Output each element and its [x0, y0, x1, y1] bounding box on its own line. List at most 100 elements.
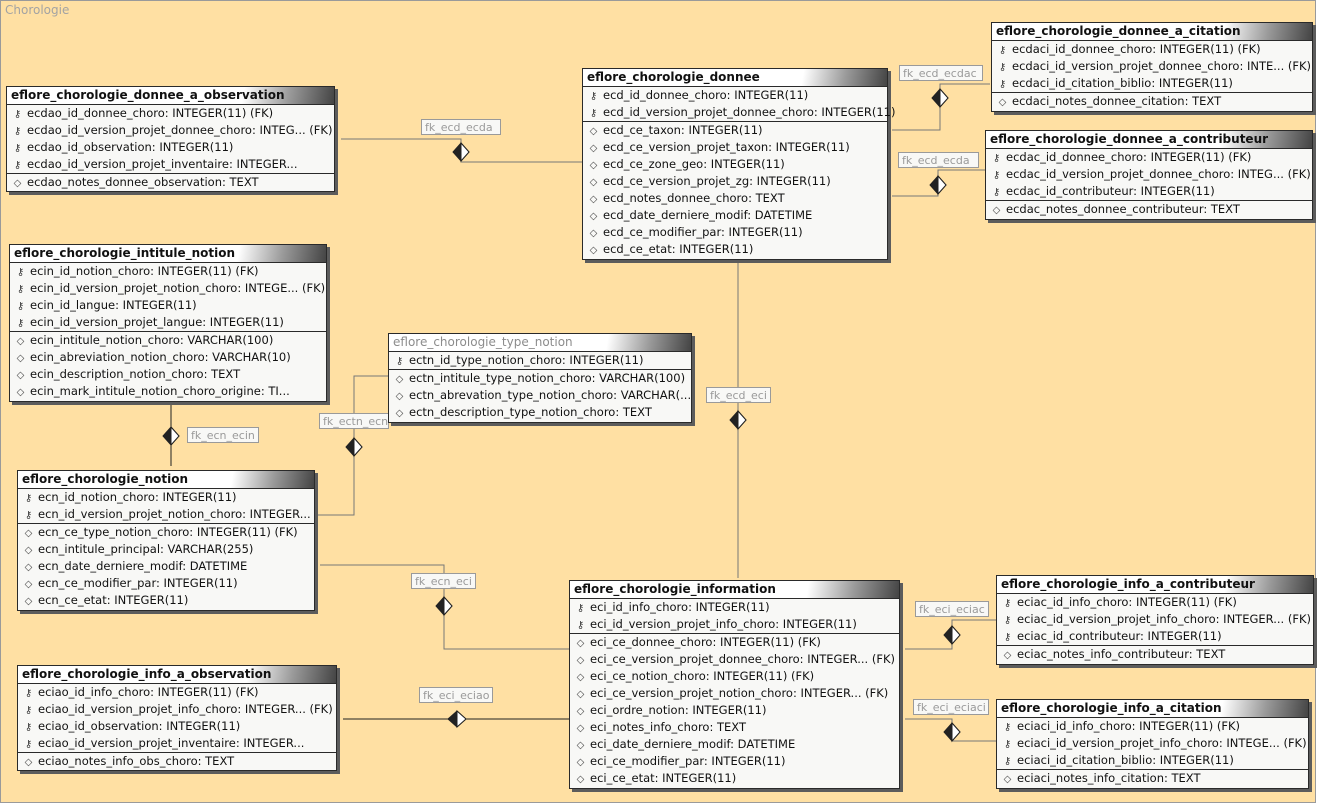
relation-label-r7[interactable]: fk_ecn_eci [411, 573, 476, 589]
table-header[interactable]: eflore_chorologie_info_a_observation [18, 666, 336, 684]
table-header[interactable]: eflore_chorologie_type_notion [389, 334, 691, 352]
table-column[interactable]: ⚷ecin_id_notion_choro: INTEGER(11) (FK) [10, 263, 326, 280]
table-column[interactable]: ◇ecn_intitule_principal: VARCHAR(255) [18, 541, 314, 558]
table-column[interactable]: ◇ecd_date_derniere_modif: DATETIME [583, 207, 887, 224]
table-column[interactable]: ⚷ecdac_id_contributeur: INTEGER(11) [986, 183, 1312, 200]
table-eflore-chorologie-type-notion[interactable]: eflore_chorologie_type_notion⚷ectn_id_ty… [388, 333, 692, 423]
table-eflore-chorologie-donnee-a-citation[interactable]: eflore_chorologie_donnee_a_citation⚷ecda… [991, 22, 1313, 112]
table-column[interactable]: ⚷ecdaci_id_version_projet_donnee_choro: … [992, 58, 1312, 75]
relation-label-r3[interactable]: fk_ecd_ecda [898, 152, 979, 168]
table-column[interactable]: ◇ecn_ce_type_notion_choro: INTEGER(11) (… [18, 523, 314, 541]
table-column[interactable]: ◇ecd_ce_etat: INTEGER(11) [583, 241, 887, 258]
table-column[interactable]: ⚷eciac_id_contributeur: INTEGER(11) [997, 628, 1313, 645]
table-header[interactable]: eflore_chorologie_info_a_citation [997, 700, 1308, 718]
relation-label-r8[interactable]: fk_eci_eciac [915, 601, 989, 617]
table-column[interactable]: ◇eci_ce_notion_choro: INTEGER(11) (FK) [570, 668, 899, 685]
table-column[interactable]: ◇ecdaci_notes_donnee_citation: TEXT [992, 92, 1312, 110]
table-column[interactable]: ◇ecin_intitule_notion_choro: VARCHAR(100… [10, 331, 326, 349]
table-column[interactable]: ⚷eci_id_version_projet_info_choro: INTEG… [570, 616, 899, 633]
table-column[interactable]: ◇eciaci_notes_info_citation: TEXT [997, 769, 1308, 787]
table-column[interactable]: ⚷ecdao_id_observation: INTEGER(11) [7, 139, 334, 156]
column-label: eci_ordre_notion: INTEGER(11) [590, 703, 767, 717]
table-header[interactable]: eflore_chorologie_notion [18, 471, 314, 489]
relation-label-r6[interactable]: fk_ecd_eci [706, 387, 771, 403]
table-column[interactable]: ⚷eciao_id_observation: INTEGER(11) [18, 718, 336, 735]
table-column[interactable]: ⚷eciaci_id_info_choro: INTEGER(11) (FK) [997, 718, 1308, 735]
table-eflore-chorologie-donnee-a-observation[interactable]: eflore_chorologie_donnee_a_observation⚷e… [6, 86, 335, 192]
table-eflore-chorologie-info-a-observation[interactable]: eflore_chorologie_info_a_observation⚷eci… [17, 665, 337, 771]
table-eflore-chorologie-information[interactable]: eflore_chorologie_information⚷eci_id_inf… [569, 580, 900, 789]
relation-label-r10[interactable]: fk_eci_eciaci [913, 699, 989, 715]
table-column[interactable]: ⚷ecdaci_id_citation_biblio: INTEGER(11) [992, 75, 1312, 92]
table-column[interactable]: ◇ecd_ce_zone_geo: INTEGER(11) [583, 156, 887, 173]
table-eflore-chorologie-info-a-contributeur[interactable]: eflore_chorologie_info_a_contributeur⚷ec… [996, 575, 1314, 665]
table-column[interactable]: ⚷eciaci_id_version_projet_info_choro: IN… [997, 735, 1308, 752]
table-column[interactable]: ◇ecdac_notes_donnee_contributeur: TEXT [986, 200, 1312, 218]
table-column[interactable]: ◇eci_notes_info_choro: TEXT [570, 719, 899, 736]
table-column[interactable]: ◇ecd_ce_version_projet_taxon: INTEGER(11… [583, 139, 887, 156]
table-column[interactable]: ⚷eciac_id_info_choro: INTEGER(11) (FK) [997, 594, 1313, 611]
table-column[interactable]: ◇ecn_ce_modifier_par: INTEGER(11) [18, 575, 314, 592]
table-column[interactable]: ⚷ecdao_id_donnee_choro: INTEGER(11) (FK) [7, 105, 334, 122]
table-column[interactable]: ◇ecin_description_notion_choro: TEXT [10, 366, 326, 383]
table-header[interactable]: eflore_chorologie_information [570, 581, 899, 599]
table-eflore-chorologie-intitule-notion[interactable]: eflore_chorologie_intitule_notion⚷ecin_i… [9, 244, 327, 402]
table-column[interactable]: ◇ectn_description_type_notion_choro: TEX… [389, 404, 691, 421]
table-column[interactable]: ⚷ecn_id_version_projet_notion_choro: INT… [18, 506, 314, 523]
table-eflore-chorologie-notion[interactable]: eflore_chorologie_notion⚷ecn_id_notion_c… [17, 470, 315, 611]
table-column[interactable]: ⚷ecn_id_notion_choro: INTEGER(11) [18, 489, 314, 506]
relation-label-r4[interactable]: fk_ecn_ecin [187, 427, 259, 443]
table-column[interactable]: ◇ecin_abreviation_notion_choro: VARCHAR(… [10, 349, 326, 366]
table-column[interactable]: ◇eci_ce_version_projet_notion_choro: INT… [570, 685, 899, 702]
table-column[interactable]: ⚷ecd_id_donnee_choro: INTEGER(11) [583, 87, 887, 104]
relation-label-r2[interactable]: fk_ecd_ecdac [899, 65, 983, 81]
table-header[interactable]: eflore_chorologie_donnee [583, 69, 887, 87]
table-column[interactable]: ◇eci_date_derniere_modif: DATETIME [570, 736, 899, 753]
table-column[interactable]: ◇eci_ce_etat: INTEGER(11) [570, 770, 899, 787]
relation-label-r1[interactable]: fk_ecd_ecda [421, 119, 501, 135]
table-column[interactable]: ◇eci_ordre_notion: INTEGER(11) [570, 702, 899, 719]
table-column[interactable]: ⚷eci_id_info_choro: INTEGER(11) [570, 599, 899, 616]
table-column[interactable]: ⚷ecin_id_version_projet_langue: INTEGER(… [10, 314, 326, 331]
table-column[interactable]: ◇eciao_notes_info_obs_choro: TEXT [18, 752, 336, 770]
column-label: eciao_notes_info_obs_choro: TEXT [38, 754, 235, 768]
table-column[interactable]: ⚷ecdao_id_version_projet_inventaire: INT… [7, 156, 334, 173]
table-column[interactable]: ◇ecd_ce_modifier_par: INTEGER(11) [583, 224, 887, 241]
relation-label-r9[interactable]: fk_eci_eciao [419, 687, 493, 703]
table-column[interactable]: ◇ecd_ce_version_projet_zg: INTEGER(11) [583, 173, 887, 190]
table-header[interactable]: eflore_chorologie_info_a_contributeur [997, 576, 1313, 594]
table-column[interactable]: ◇ecd_notes_donnee_choro: TEXT [583, 190, 887, 207]
table-column[interactable]: ⚷ectn_id_type_notion_choro: INTEGER(11) [389, 352, 691, 369]
table-header[interactable]: eflore_chorologie_donnee_a_citation [992, 23, 1312, 41]
table-column[interactable]: ◇ecin_mark_intitule_notion_choro_origine… [10, 383, 326, 400]
table-eflore-chorologie-donnee-a-contributeur[interactable]: eflore_chorologie_donnee_a_contributeur⚷… [985, 130, 1313, 220]
table-eflore-chorologie-info-a-citation[interactable]: eflore_chorologie_info_a_citation⚷eciaci… [996, 699, 1309, 789]
table-column[interactable]: ⚷eciao_id_version_projet_inventaire: INT… [18, 735, 336, 752]
table-column[interactable]: ◇ecn_ce_etat: INTEGER(11) [18, 592, 314, 609]
relation-label-r5[interactable]: fk_ectn_ecn [319, 413, 389, 429]
table-column[interactable]: ◇ecn_date_derniere_modif: DATETIME [18, 558, 314, 575]
table-column[interactable]: ◇eciac_notes_info_contributeur: TEXT [997, 645, 1313, 663]
table-column[interactable]: ⚷ecdao_id_version_projet_donnee_choro: I… [7, 122, 334, 139]
table-column[interactable]: ⚷ecdac_id_version_projet_donnee_choro: I… [986, 166, 1312, 183]
table-column[interactable]: ◇ecdao_notes_donnee_observation: TEXT [7, 173, 334, 191]
table-column[interactable]: ◇ectn_abrevation_type_notion_choro: VARC… [389, 387, 691, 404]
table-column[interactable]: ⚷ecin_id_langue: INTEGER(11) [10, 297, 326, 314]
table-header[interactable]: eflore_chorologie_donnee_a_observation [7, 87, 334, 105]
table-column[interactable]: ◇eci_ce_modifier_par: INTEGER(11) [570, 753, 899, 770]
table-column[interactable]: ◇ectn_intitule_type_notion_choro: VARCHA… [389, 369, 691, 387]
table-column[interactable]: ⚷ecdaci_id_donnee_choro: INTEGER(11) (FK… [992, 41, 1312, 58]
table-eflore-chorologie-donnee[interactable]: eflore_chorologie_donnee⚷ecd_id_donnee_c… [582, 68, 896, 260]
table-column[interactable]: ⚷eciao_id_version_projet_info_choro: INT… [18, 701, 336, 718]
table-column[interactable]: ◇eci_ce_version_projet_donnee_choro: INT… [570, 651, 899, 668]
table-column[interactable]: ⚷ecd_id_version_projet_donnee_choro: INT… [583, 104, 896, 121]
table-column[interactable]: ⚷ecdac_id_donnee_choro: INTEGER(11) (FK) [986, 149, 1312, 166]
table-column[interactable]: ◇ecd_ce_taxon: INTEGER(11) [583, 121, 887, 139]
table-column[interactable]: ⚷eciao_id_info_choro: INTEGER(11) (FK) [18, 684, 336, 701]
table-column[interactable]: ⚷ecin_id_version_projet_notion_choro: IN… [10, 280, 326, 297]
table-column[interactable]: ⚷eciac_id_version_projet_info_choro: INT… [997, 611, 1313, 628]
table-column[interactable]: ◇eci_ce_donnee_choro: INTEGER(11) (FK) [570, 633, 899, 651]
table-column[interactable]: ⚷eciaci_id_citation_biblio: INTEGER(11) [997, 752, 1308, 769]
table-header[interactable]: eflore_chorologie_intitule_notion [10, 245, 326, 263]
table-header[interactable]: eflore_chorologie_donnee_a_contributeur [986, 131, 1312, 149]
